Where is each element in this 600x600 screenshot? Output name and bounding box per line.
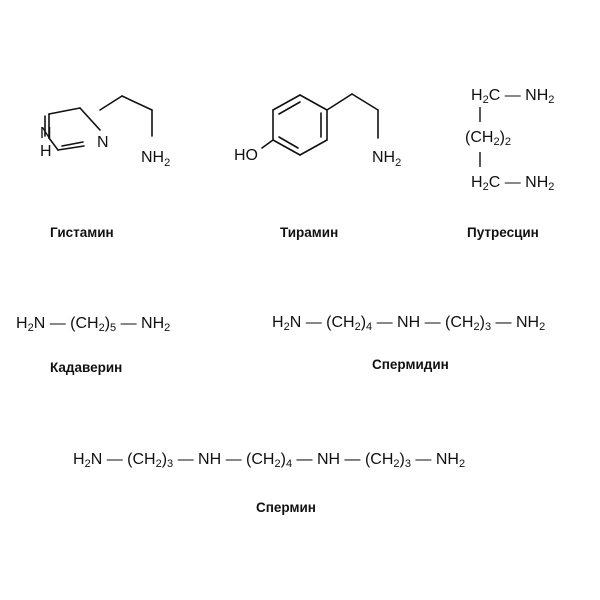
histamine-atom-n-top: N — [40, 125, 52, 142]
formula-part: — NH — (CH — [173, 451, 275, 468]
formula-sub: 4 — [366, 321, 373, 333]
histamine-atom-h: H — [40, 143, 52, 160]
formula-part: — NH — [116, 315, 165, 332]
formula-part: C — NH — [488, 174, 549, 191]
formula-part: C — NH — [488, 87, 549, 104]
formula-part: N — (CH — [33, 315, 99, 332]
histamine-bond — [48, 107, 81, 115]
formula-sub: 5 — [110, 322, 117, 334]
formula-sub: 2 — [27, 322, 34, 334]
tyramine-amine: NH — [372, 149, 395, 166]
tyramine-bond — [326, 93, 353, 111]
formula-part: ) — [161, 451, 168, 468]
spermine-formula: H2N — (CH2)3 — NH — (CH2)4 — NH — (CH2)3… — [73, 452, 465, 470]
histamine-double-bond — [61, 141, 84, 147]
tyramine-bond — [299, 139, 328, 156]
formula-sub: 2 — [84, 458, 91, 470]
histamine-bond — [79, 107, 101, 131]
tyramine-bond — [261, 139, 274, 149]
formula-sub: 2 — [98, 322, 105, 334]
histamine-bond — [57, 145, 85, 151]
tyramine-amine-sub: 2 — [395, 157, 401, 169]
formula-sub: 2 — [482, 94, 489, 106]
spermidine-formula: H2N — (CH2)4 — NH — (CH2)3 — NH2 — [272, 315, 545, 333]
formula-sub: 2 — [393, 458, 400, 470]
formula-sub: 2 — [458, 458, 466, 470]
histamine-bond — [121, 95, 153, 111]
formula-part: ) — [479, 314, 485, 331]
spacer — [80, 108, 100, 110]
formula-sub: 2 — [493, 136, 500, 148]
formula-part: ) — [104, 315, 111, 332]
tyramine-name: Тирамин — [280, 225, 339, 240]
tyramine-hydroxyl: HO — [234, 147, 258, 164]
histamine-bond — [48, 137, 59, 151]
formula-sub: 2 — [164, 322, 171, 334]
histamine-bond — [99, 95, 123, 111]
formula-sub: 3 — [404, 458, 411, 470]
formula-part: N — (CH — [289, 314, 355, 331]
formula-sub: 2 — [482, 181, 489, 193]
formula-part: — NH — [410, 451, 459, 468]
formula-sub: 2 — [473, 321, 480, 333]
formula-part: — NH — (CH — [292, 451, 394, 468]
formula-sub: 3 — [484, 321, 492, 333]
formula-part: H — [16, 315, 28, 332]
cadaverine-name: Кадаверин — [50, 360, 123, 375]
formula-part: N — (CH — [90, 451, 156, 468]
formula-part: H — [272, 314, 284, 331]
formula-part: ) — [360, 314, 367, 331]
spermidine-name: Спермидин — [372, 357, 449, 372]
putrescine-name: Путресцин — [467, 225, 539, 240]
tyramine-bond — [272, 139, 301, 156]
putrescine-bottom-line: H2C — NH2 — [471, 175, 554, 193]
putrescine-top-line: H2C — NH2 — [471, 88, 554, 106]
tyramine-bond — [351, 93, 379, 111]
formula-sub: 2 — [548, 94, 555, 106]
formula-part: H — [73, 451, 85, 468]
formula-part: ) — [499, 129, 505, 146]
histamine-structure — [44, 95, 153, 151]
tyramine-amine-label: NH2 — [372, 149, 401, 169]
spermine-name: Спермин — [256, 500, 316, 515]
formula-sub: 2 — [548, 181, 555, 193]
formula-sub: 2 — [539, 321, 546, 333]
histamine-name: Гистамин — [50, 225, 114, 240]
formula-part: (CH — [465, 129, 494, 146]
formula-sub: 2 — [283, 321, 290, 333]
histamine-atom-n-right: N — [97, 134, 109, 151]
tyramine-structure — [261, 93, 379, 156]
formula-sub: 2 — [354, 321, 361, 333]
formula-part: — NH — [491, 314, 540, 331]
formula-sub: 2 — [155, 458, 162, 470]
histamine-amine: NH — [141, 149, 164, 166]
histamine-amine-label: NH2 — [141, 149, 170, 169]
formula-part: ) — [399, 451, 405, 468]
formula-sub: 4 — [285, 458, 293, 470]
cadaverine-formula: H2N — (CH2)5 — NH2 — [16, 316, 170, 334]
putrescine-middle-line: (CH2)2 — [465, 130, 511, 148]
histamine-amine-sub: 2 — [164, 157, 170, 169]
formula-part: H — [471, 174, 483, 191]
formula-sub: 2 — [274, 458, 281, 470]
tyramine-double-bond — [278, 101, 301, 115]
formula-sub: 3 — [167, 458, 174, 470]
formula-part: H — [471, 87, 483, 104]
tyramine-bond — [272, 94, 301, 111]
tyramine-bond — [299, 94, 328, 111]
formula-part: ) — [280, 451, 286, 468]
formula-sub: 2 — [504, 136, 512, 148]
formula-part: — NH — (CH — [372, 314, 474, 331]
tyramine-double-bond — [278, 136, 299, 149]
